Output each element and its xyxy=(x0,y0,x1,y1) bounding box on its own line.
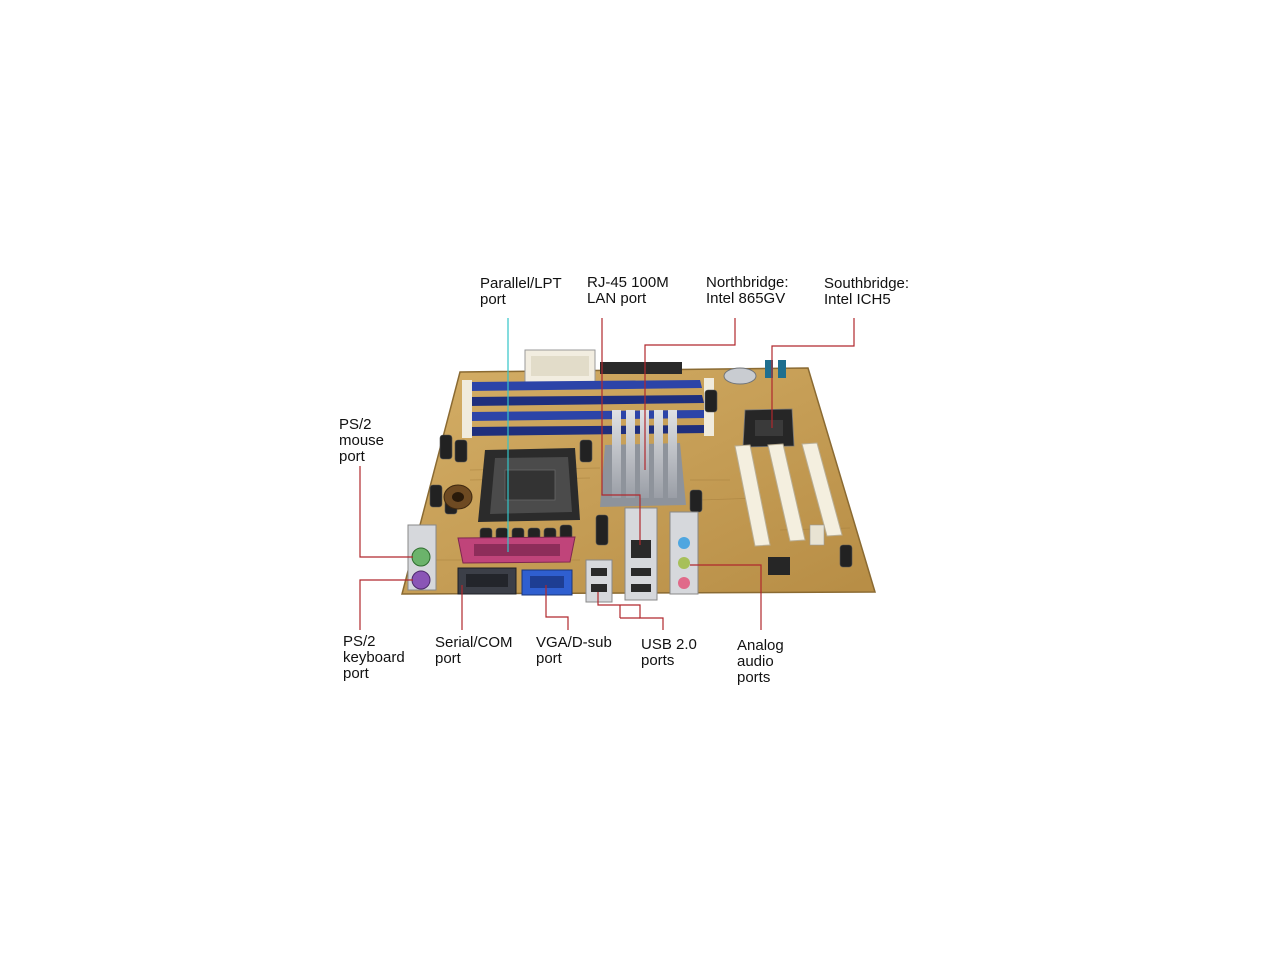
audio-jack-line-in xyxy=(678,537,690,549)
label-southbridge: Southbridge: Intel ICH5 xyxy=(824,275,910,308)
pci-slot-1 xyxy=(734,444,771,547)
leader-usb xyxy=(597,592,664,630)
ps2-keyboard-connector xyxy=(411,570,431,590)
label-usb-ports: USB 2.0 ports xyxy=(641,636,697,669)
inductor-coil xyxy=(443,484,473,510)
atx-power-connector xyxy=(524,349,596,383)
cmos-battery xyxy=(723,367,757,385)
rj45-connector xyxy=(631,540,651,558)
leader-vga xyxy=(545,585,569,630)
audio-jack-line-out xyxy=(678,557,690,569)
ps2-mouse-connector xyxy=(411,547,431,567)
leader-ps2-keyboard xyxy=(359,579,413,630)
leader-audio xyxy=(690,564,762,630)
leader-lines xyxy=(359,318,855,630)
leader-southbridge xyxy=(771,318,855,428)
leader-rj45 xyxy=(601,318,641,545)
label-parallel-port: Parallel/LPT port xyxy=(480,275,562,308)
leader-ps2-mouse xyxy=(359,466,413,558)
pci-slot-3 xyxy=(801,442,843,537)
northbridge-heatsink xyxy=(600,410,686,507)
ide-connector xyxy=(600,362,682,374)
audio-codec-chip xyxy=(768,557,790,575)
cpu-socket xyxy=(478,448,580,522)
small-chip xyxy=(809,524,825,546)
label-analog-audio-ports: Analog audio ports xyxy=(737,637,784,686)
audio-jack-mic xyxy=(678,577,690,589)
label-serial-com-port: Serial/COM port xyxy=(435,634,513,667)
pci-slots xyxy=(734,442,843,547)
headers xyxy=(765,360,786,378)
usb-port-pair-1 xyxy=(585,559,613,603)
label-northbridge: Northbridge: Intel 865GV xyxy=(706,274,789,307)
pci-slot-2 xyxy=(767,443,806,542)
label-vga-dsub-port: VGA/D-sub port xyxy=(536,634,612,667)
label-ps2-mouse-port: PS/2 mouse port xyxy=(339,416,385,465)
leader-northbridge xyxy=(644,318,736,470)
southbridge-chip xyxy=(742,408,795,448)
dimm-slot-1 xyxy=(468,380,702,391)
label-rj45-lan-port: RJ-45 100M LAN port xyxy=(587,274,669,307)
label-ps2-keyboard-port: PS/2 keyboard port xyxy=(343,633,405,682)
